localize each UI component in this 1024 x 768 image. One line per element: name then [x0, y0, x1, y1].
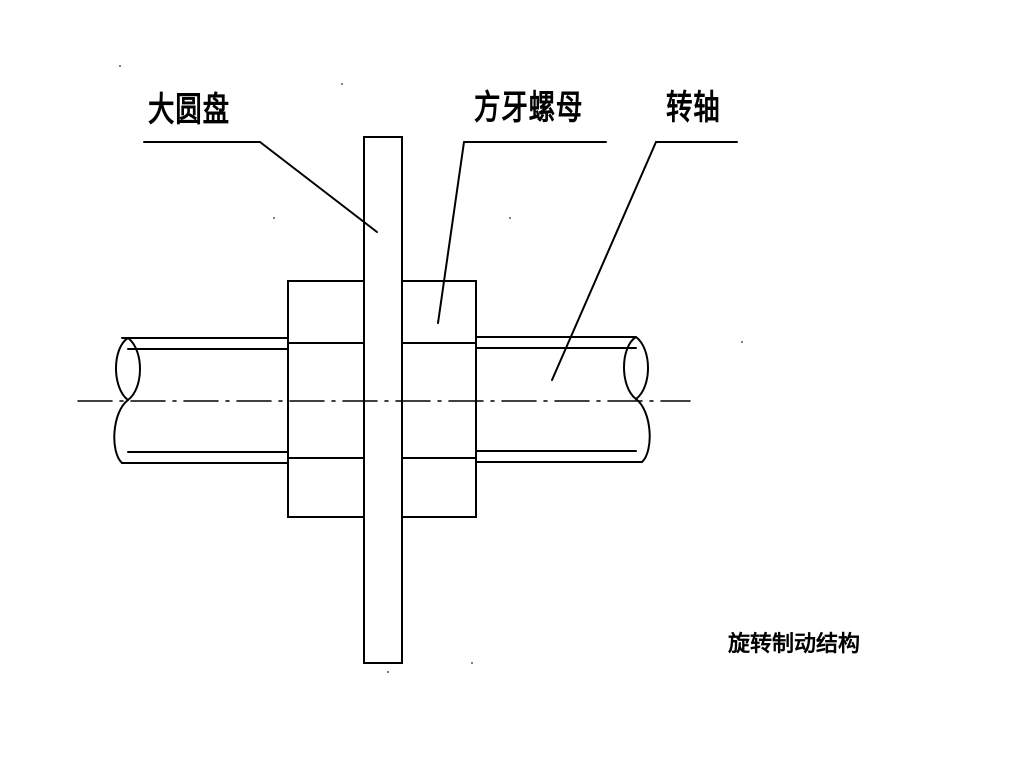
scan-specks [119, 65, 743, 673]
leader-nut [437, 141, 607, 324]
label-shaft: 转轴 [666, 88, 721, 128]
large-disk [363, 136, 403, 664]
label-nut: 方牙螺母 [474, 88, 584, 128]
shaft-right [475, 336, 651, 463]
leader-disk [143, 141, 378, 233]
nut-left [287, 280, 365, 518]
shaft-left [113, 337, 289, 464]
label-disk: 大圆盘 [148, 90, 230, 130]
diagram-caption: 旋转制动结构 [728, 632, 861, 657]
leader-shaft [551, 141, 738, 381]
